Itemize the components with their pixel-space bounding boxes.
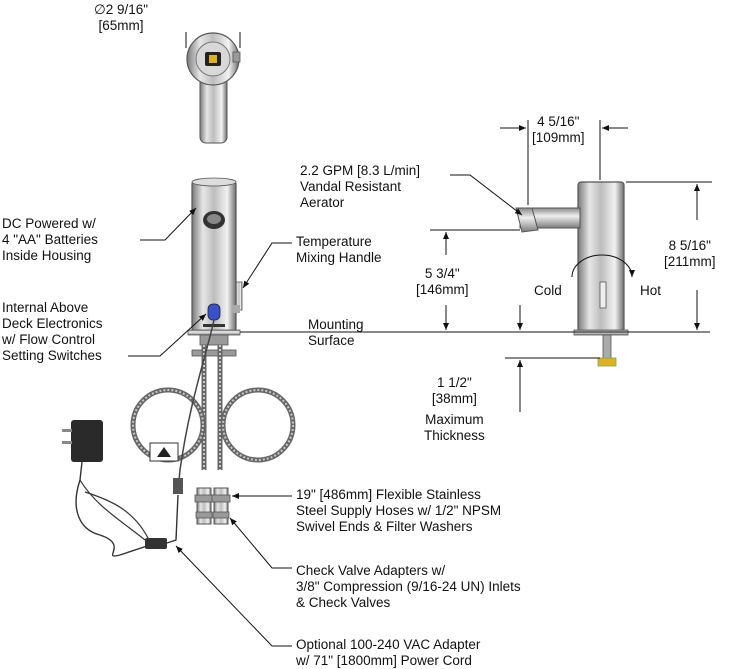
check-valves-line2: 3/8" Compression (9/16-24 UN) Inlets xyxy=(296,579,521,594)
spout-reach-metric: [109mm] xyxy=(532,130,585,145)
mounting-surface-line1: Mounting xyxy=(308,317,364,332)
top-view-diameter-label: ∅2 9/16" [65mm] xyxy=(94,2,148,34)
check-valve-adapters xyxy=(194,487,231,525)
max-thickness-line2: Thickness xyxy=(424,428,485,443)
overall-height-label: 8 5/16" [211mm] xyxy=(664,238,716,270)
top-view-faucet xyxy=(186,32,241,144)
hoses-label: 19" [486mm] Flexible Stainless Steel Sup… xyxy=(296,487,501,535)
check-valves-label: Check Valve Adapters w/ 3/8" Compression… xyxy=(296,563,521,611)
aerator-line1: 2.2 GPM [8.3 L/min] xyxy=(300,163,421,178)
handle-line2: Mixing Handle xyxy=(296,250,382,265)
aerator-line2: Vandal Resistant xyxy=(300,179,402,194)
front-view-faucet xyxy=(187,177,243,357)
dimension-lines xyxy=(128,32,712,647)
spout-reach-label: 4 5/16" [109mm] xyxy=(532,114,585,146)
max-thickness-metric: [38mm] xyxy=(431,391,477,406)
handle-label: Temperature Mixing Handle xyxy=(296,234,382,266)
diameter-imperial: ∅2 9/16" xyxy=(94,2,149,17)
diameter-metric: [65mm] xyxy=(98,18,144,33)
electronics-label: Internal Above Deck Electronics w/ Flow … xyxy=(2,300,103,364)
mounting-surface-line2: Surface xyxy=(308,333,355,348)
cable-connector xyxy=(173,478,183,494)
electronics-line1: Internal Above xyxy=(2,300,89,315)
power-line2: 4 "AA" Batteries xyxy=(2,232,98,247)
overall-height-imperial: 8 5/16" xyxy=(668,238,711,253)
spout-height-imperial: 5 3/4" xyxy=(424,266,460,281)
max-thickness-line1: Maximum xyxy=(425,412,484,427)
check-valves-line3: & Check Valves xyxy=(296,595,391,610)
aerator-label: 2.2 GPM [8.3 L/min] Vandal Resistant Aer… xyxy=(300,163,420,211)
check-valves-line1: Check Valve Adapters w/ xyxy=(296,563,446,578)
max-thickness-label: 1 1/2" [38mm] Maximum Thickness xyxy=(424,375,485,444)
hose-tag xyxy=(149,442,179,462)
hoses-line3: Swivel Ends & Filter Washers xyxy=(296,519,473,534)
max-thickness-imperial: 1 1/2" xyxy=(436,375,472,390)
adapter-line2: w/ 71" [1800mm] Power Cord xyxy=(296,653,472,668)
electronics-line2: Deck Electronics xyxy=(2,316,103,331)
hoses-line1: 19" [486mm] Flexible Stainless xyxy=(296,487,481,502)
electronics-line3: w/ Flow Control xyxy=(2,332,96,347)
power-line1: DC Powered w/ xyxy=(2,216,96,231)
handle-line1: Temperature xyxy=(296,234,372,249)
electronics-line4: Setting Switches xyxy=(2,348,102,363)
adapter-line1: Optional 100-240 VAC Adapter xyxy=(296,637,481,652)
mounting-surface-label: Mounting Surface xyxy=(308,317,364,349)
hot-label: Hot xyxy=(640,283,662,298)
spout-height-label: 5 3/4" [146mm] xyxy=(416,266,469,298)
hoses-line2: Steel Supply Hoses w/ 1/2" NPSM xyxy=(296,503,502,518)
spout-reach-imperial: 4 5/16" xyxy=(537,114,580,129)
ac-adapter xyxy=(62,420,179,557)
spout-height-metric: [146mm] xyxy=(416,282,469,297)
cold-label: Cold xyxy=(534,283,562,298)
aerator-line3: Aerator xyxy=(300,195,345,210)
power-line3: Inside Housing xyxy=(2,248,92,263)
power-label: DC Powered w/ 4 "AA" Batteries Inside Ho… xyxy=(2,216,98,264)
sensor-cable xyxy=(177,319,215,491)
side-view-faucet xyxy=(515,181,635,367)
adapter-label: Optional 100-240 VAC Adapter w/ 71" [180… xyxy=(296,637,480,669)
overall-height-metric: [211mm] xyxy=(664,254,716,269)
